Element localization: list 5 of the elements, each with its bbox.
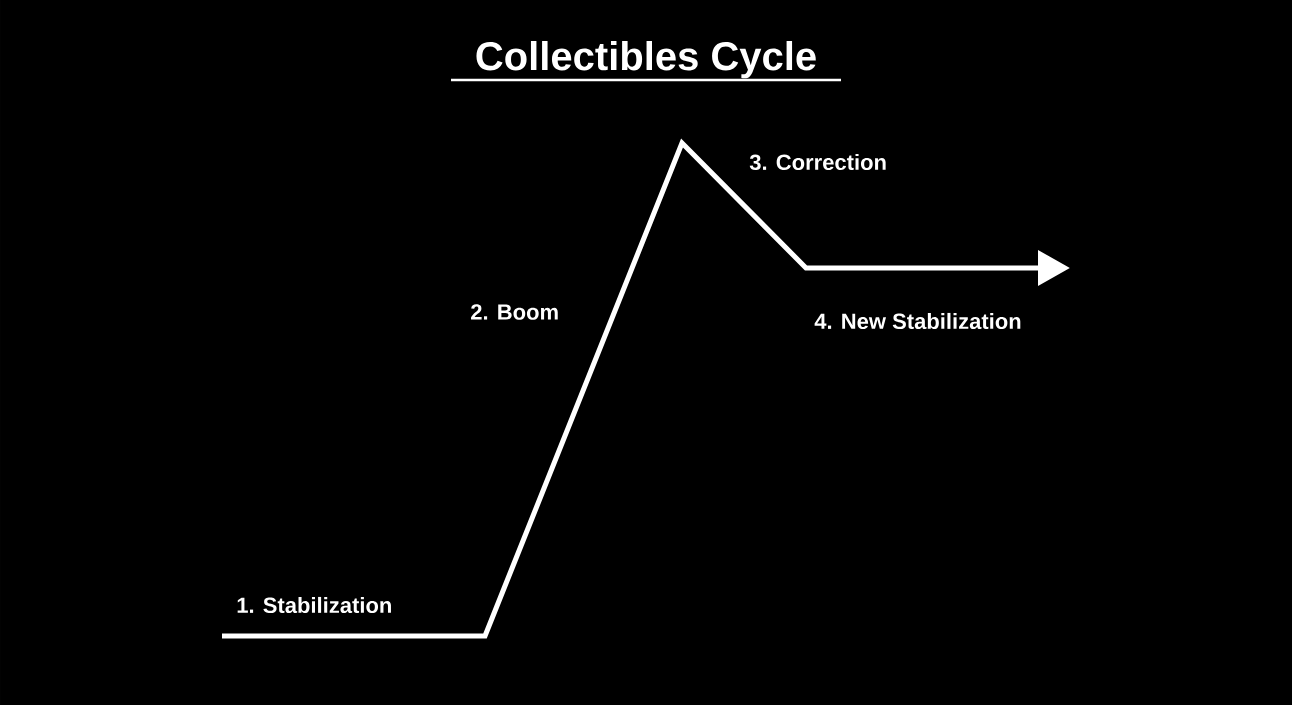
- title: Collectibles Cycle: [476, 41, 816, 79]
- stage-label: 4. New Stabilization: [814, 312, 1021, 330]
- stage-label: 1. Stabilization: [237, 596, 391, 614]
- stage-label: 2. Boom: [471, 304, 558, 320]
- stage-label: 3. Correction: [749, 153, 886, 171]
